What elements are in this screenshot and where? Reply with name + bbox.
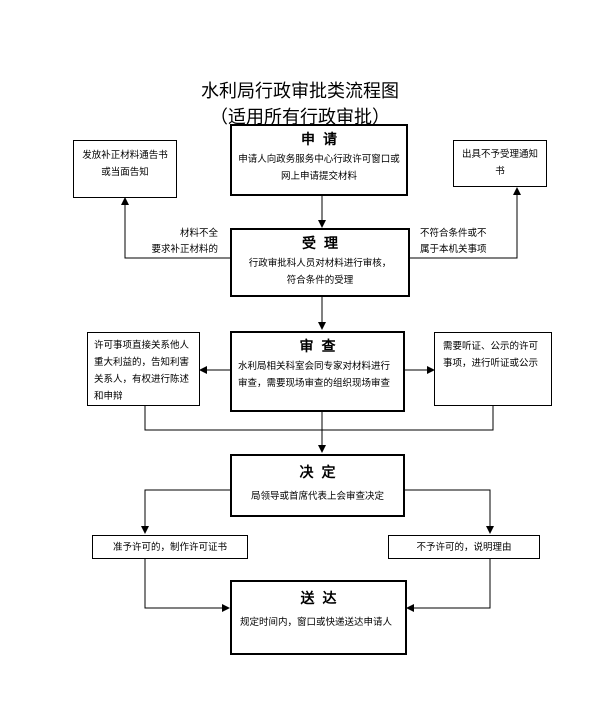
apply-head: 申请	[301, 132, 345, 148]
supplement-notice-text: 发放补正材料通告书或当面告知	[82, 150, 168, 178]
apply-body: 申请人向政务服务中心行政许可窗口或网上申请提交材料	[238, 154, 400, 182]
label-nonconform-line1: 不符合条件或不	[420, 228, 487, 239]
grant-box: 准予许可的，制作许可证书	[92, 535, 248, 559]
deliver-body: 规定时间内，窗口或快递送达申请人	[240, 617, 393, 628]
accept-head: 受理	[302, 236, 346, 252]
deliver-head: 送达	[300, 591, 345, 607]
label-nonconform: 不符合条件或不 属于本机关事项	[420, 226, 510, 258]
decide-head: 决定	[299, 465, 344, 481]
decide-box: 决定 局领导或首席代表上会审查决定	[230, 454, 405, 517]
arrow-accept-to-reject	[410, 187, 521, 259]
grant-text: 准予许可的，制作许可证书	[112, 542, 227, 553]
reject-notice-box: 出具不予受理通知书	[453, 140, 547, 187]
deliver-box: 送达 规定时间内，窗口或快递送达申请人	[230, 580, 407, 655]
accept-body: 行政审批科人员对材料进行审核，符合条件的受理	[248, 258, 392, 286]
decide-body: 局领导或首席代表上会审查决定	[250, 491, 384, 502]
arrow-grant-to-deliver	[144, 558, 230, 612]
arrow-accept-to-supplement	[121, 197, 230, 259]
accept-box: 受理 行政审批科人员对材料进行审核，符合条件的受理	[230, 228, 410, 297]
label-incomplete-line1: 材料不全	[179, 228, 218, 239]
label-incomplete-line2: 要求补正材料的	[151, 244, 218, 255]
supplement-notice-box: 发放补正材料通告书或当面告知	[73, 140, 177, 198]
deny-text: 不予许可的，说明理由	[416, 542, 512, 553]
reject-notice-text: 出具不予受理通知书	[462, 149, 539, 177]
deny-box: 不予许可的，说明理由	[388, 535, 540, 559]
review-body: 水利局相关科室会同专家对材料进行审查，需要现场审查的组织现场审查	[238, 361, 391, 389]
page-title: 水利局行政审批类流程图	[201, 81, 399, 102]
label-nonconform-line2: 属于本机关事项	[420, 244, 487, 255]
review-head: 审查	[299, 339, 344, 355]
merge-line	[144, 406, 494, 431]
arrow-deny-to-deliver	[406, 558, 491, 612]
label-incomplete: 材料不全 要求补正材料的	[144, 226, 218, 258]
arrow-decide-to-deny	[405, 489, 494, 534]
review-box: 审查 水利局相关科室会同专家对材料进行审查，需要现场审查的组织现场审查	[230, 331, 405, 412]
third-party-text: 许可事项直接关系他人重大利益的，告知利害关系人，有权进行陈述和申辩	[94, 340, 190, 402]
apply-box: 申请 申请人向政务服务中心行政许可窗口或网上申请提交材料	[230, 124, 408, 196]
third-party-box: 许可事项直接关系他人重大利益的，告知利害关系人，有权进行陈述和申辩	[87, 332, 200, 406]
hearing-box: 需要听证、公示的许可事项，进行听证或公示	[434, 332, 552, 406]
hearing-text: 需要听证、公示的许可事项，进行听证或公示	[443, 341, 539, 369]
arrow-decide-to-grant	[141, 489, 230, 534]
page-subtitle: （适用所有行政审批）	[210, 107, 390, 128]
